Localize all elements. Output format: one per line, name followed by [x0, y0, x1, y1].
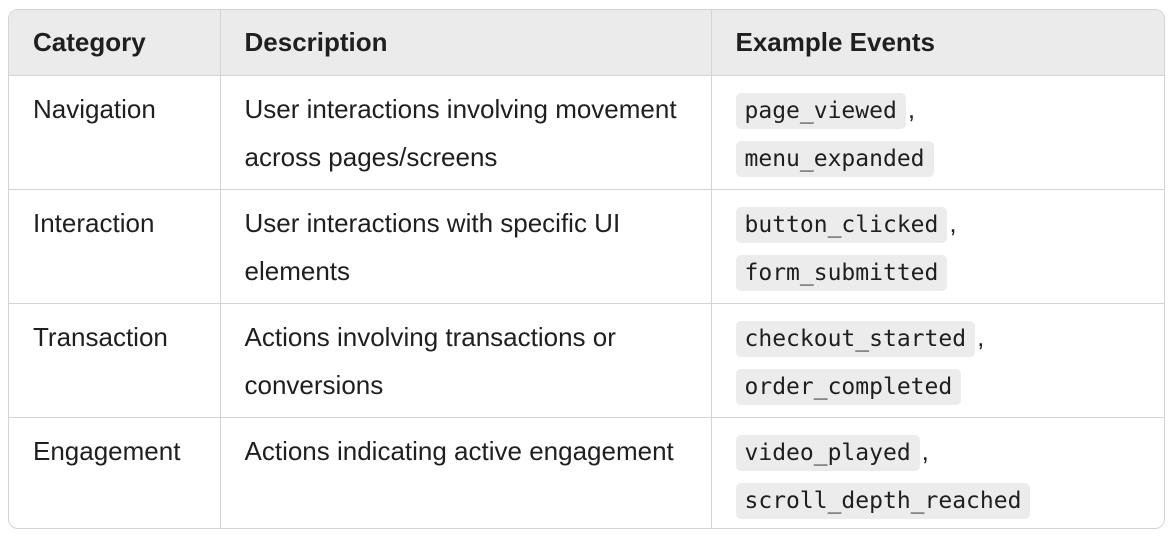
- category-cell: Engagement: [9, 417, 221, 528]
- description-cell: Actions indicating active engagement: [220, 417, 712, 528]
- table-row: Interaction User interactions with speci…: [9, 189, 1164, 304]
- event-code: form_submitted: [735, 254, 948, 291]
- event-separator: ,: [977, 321, 985, 352]
- table-body: Navigation User interactions involving m…: [9, 75, 1164, 528]
- event-separator: ,: [921, 435, 929, 466]
- table: Category Description Example Events Navi…: [9, 10, 1164, 528]
- table-header: Category Description Example Events: [9, 10, 1164, 76]
- event-separator: ,: [949, 207, 957, 238]
- events-cell: button_clicked, form_submitted: [711, 189, 1164, 304]
- table-row: Transaction Actions involving transactio…: [9, 303, 1164, 418]
- event-line: video_played,: [735, 428, 1143, 476]
- table-row: Engagement Actions indicating active eng…: [9, 417, 1164, 528]
- event-line: form_submitted: [735, 248, 1143, 296]
- event-line: order_completed: [735, 362, 1143, 410]
- event-line: scroll_depth_reached: [735, 476, 1143, 524]
- event-line: menu_expanded: [735, 134, 1143, 182]
- event-code: video_played: [735, 434, 920, 471]
- event-code: checkout_started: [735, 320, 976, 357]
- category-cell: Transaction: [9, 303, 221, 418]
- event-separator: ,: [907, 93, 916, 124]
- events-cell: page_viewed, menu_expanded: [711, 75, 1164, 190]
- event-code: order_completed: [735, 368, 962, 405]
- header-row: Category Description Example Events: [9, 10, 1164, 76]
- description-cell: Actions involving transactions or conver…: [220, 303, 712, 418]
- events-cell: checkout_started, order_completed: [711, 303, 1164, 418]
- event-line: page_viewed,: [735, 86, 1143, 134]
- event-line: button_clicked,: [735, 200, 1143, 248]
- event-categories-table: Category Description Example Events Navi…: [8, 9, 1165, 529]
- header-description: Description: [220, 10, 712, 76]
- event-code: menu_expanded: [735, 140, 934, 177]
- header-example-events: Example Events: [711, 10, 1164, 76]
- header-category: Category: [9, 10, 221, 76]
- description-cell: User interactions with specific UI eleme…: [220, 189, 712, 304]
- category-cell: Interaction: [9, 189, 221, 304]
- events-cell: video_played, scroll_depth_reached: [711, 417, 1164, 528]
- event-line: checkout_started,: [735, 314, 1143, 362]
- category-cell: Navigation: [9, 75, 221, 190]
- event-code: scroll_depth_reached: [735, 482, 1031, 519]
- event-code: page_viewed: [735, 92, 906, 129]
- event-code: button_clicked: [735, 206, 948, 243]
- description-cell: User interactions involving movement acr…: [220, 75, 712, 190]
- table-row: Navigation User interactions involving m…: [9, 75, 1164, 190]
